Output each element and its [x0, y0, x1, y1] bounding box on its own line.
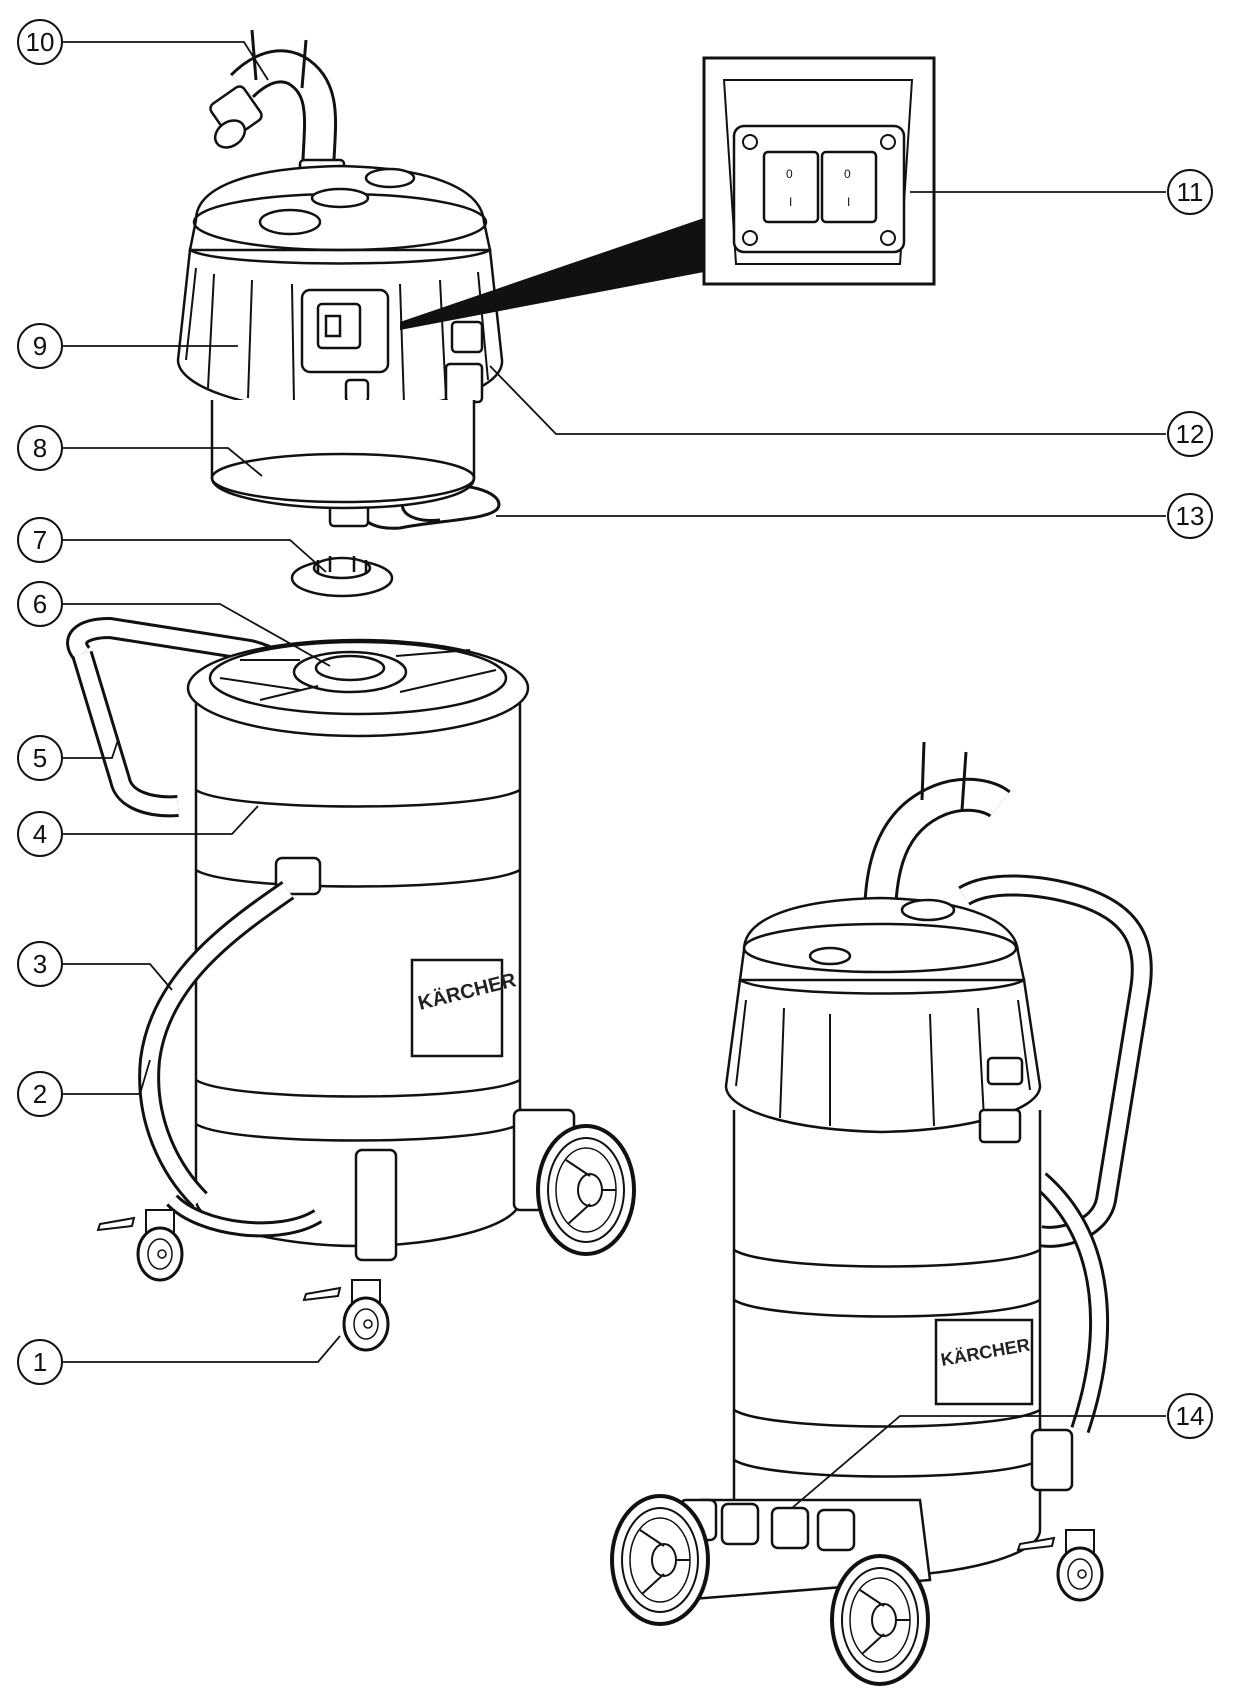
callout-4: 4	[17, 811, 63, 857]
motor-head-exploded	[176, 29, 504, 530]
callout-label: 2	[33, 1079, 47, 1109]
callout-label: 10	[26, 27, 55, 57]
switch-mark-on-2: I	[847, 195, 850, 209]
callout-5: 5	[17, 735, 63, 781]
callout-3: 3	[17, 941, 63, 987]
callout-label: 4	[33, 819, 47, 849]
callout-9: 9	[17, 323, 63, 369]
callout-14: 14	[1167, 1393, 1213, 1439]
callout-label: 6	[33, 589, 47, 619]
callout-label: 14	[1176, 1401, 1205, 1431]
callout-label: 12	[1176, 419, 1205, 449]
callout-7: 7	[17, 517, 63, 563]
callout-label: 9	[33, 331, 47, 361]
callout-label: 8	[33, 433, 47, 463]
callout-label: 3	[33, 949, 47, 979]
switch-mark-on: I	[789, 195, 792, 209]
callout-label: 11	[1177, 177, 1204, 207]
callout-leaders	[62, 41, 1166, 1509]
callout-label: 7	[33, 525, 47, 555]
callout-label: 1	[33, 1347, 47, 1377]
callout-12: 12	[1167, 411, 1213, 457]
float-valve	[290, 556, 394, 598]
callout-8: 8	[17, 425, 63, 471]
right-tank-assembly	[652, 741, 1153, 1602]
callout-label: 13	[1176, 501, 1205, 531]
left-tank-assembly	[66, 616, 576, 1262]
switch-mark-off: 0	[786, 167, 793, 181]
callout-10: 10	[17, 19, 63, 65]
callout-label: 5	[33, 743, 47, 773]
callout-13: 13	[1167, 493, 1213, 539]
switch-mark-off-2: 0	[844, 167, 851, 181]
filter-basket-ring	[210, 400, 476, 510]
callout-1: 1	[17, 1339, 63, 1385]
callout-6: 6	[17, 581, 63, 627]
switch-detail-inset: 0 I 0 I	[400, 56, 936, 330]
callout-2: 2	[17, 1071, 63, 1117]
callout-11: 11	[1167, 169, 1213, 215]
